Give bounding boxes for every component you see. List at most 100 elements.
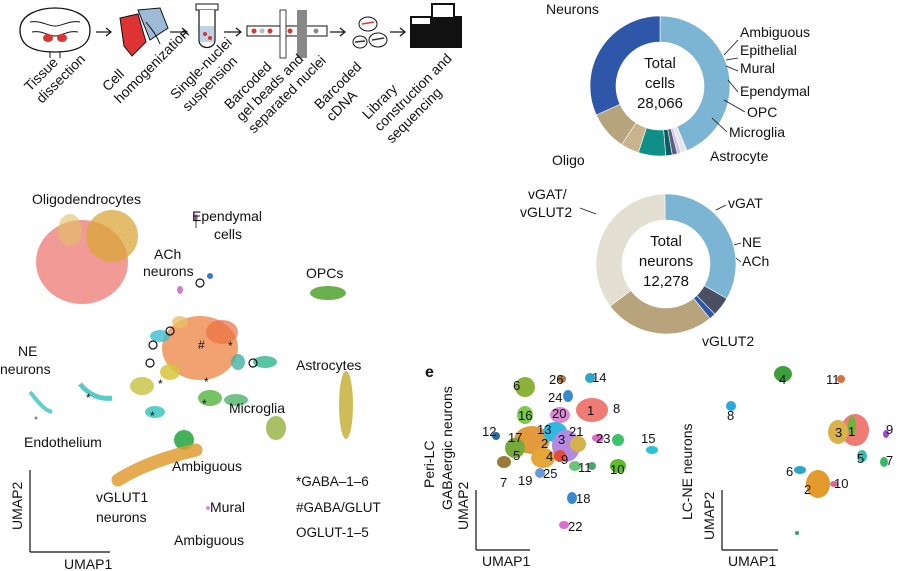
cluster-number: 7 <box>500 475 507 490</box>
cluster-number: 11 <box>826 372 840 387</box>
label-vglut1-line2: neurons <box>96 509 147 525</box>
cluster-number: 2 <box>541 436 548 451</box>
cluster-number: 4 <box>546 449 553 464</box>
umap-peri-lc-clusters <box>492 373 658 529</box>
umap-peri-lc-numbers: 26 14 6 24 16 20 1 8 12 17 13 3 21 23 15… <box>482 370 655 534</box>
cdna-icon <box>352 16 388 49</box>
donut-slice-vgat-vglut2 <box>595 193 666 307</box>
cluster-number: 3 <box>558 432 565 447</box>
umap-main-clusters <box>28 210 353 510</box>
cluster-number: 22 <box>568 519 582 534</box>
svg-text:Total: Total <box>644 55 676 72</box>
panel-label-e: e <box>425 364 434 381</box>
sequencer-icon <box>410 3 462 48</box>
label-ach-line2: neurons <box>143 263 194 279</box>
cluster-number: 16 <box>518 408 532 423</box>
svg-text:*: * <box>158 377 163 391</box>
svg-text:Total: Total <box>650 233 682 250</box>
panel-e-left-title-line2: GABAergic neurons <box>439 386 455 510</box>
tube-icon <box>195 3 219 49</box>
label-microglia: Microglia <box>229 400 285 416</box>
label-mural: Mural <box>210 499 245 515</box>
panel-e-left-title: Peri-LC <box>421 441 437 488</box>
brain-tissue-icon <box>19 7 91 58</box>
label-ne-line2: neurons <box>0 361 51 377</box>
donut-cells-labels: Neurons Ambiguous Epithelial Mural Epend… <box>546 1 810 168</box>
cluster-number: 5 <box>513 448 520 463</box>
label-ach: ACh <box>154 246 181 262</box>
label-astrocyte: Astrocyte <box>710 148 769 164</box>
step-label: Barcodedgel beads andseparated nuclei <box>221 28 329 136</box>
cluster-number: 10 <box>610 462 624 477</box>
cluster-number: 20 <box>552 406 566 421</box>
cluster-number: 13 <box>537 422 551 437</box>
label-vgat: vGAT <box>728 195 763 211</box>
legend-gaba-glut: #GABA/GLUT <box>296 500 381 515</box>
svg-text:*: * <box>202 397 207 411</box>
cluster-number: 11 <box>578 460 592 475</box>
cluster-number: 19 <box>518 473 532 488</box>
label-ambiguous: Ambiguous <box>740 24 810 40</box>
label-mural: Mural <box>740 60 775 76</box>
workflow-icons <box>19 3 462 59</box>
umap-lc-ne-numbers: 4 11 8 3 1 9 5 7 6 2 10 <box>727 372 893 497</box>
label-oligodendrocytes: Oligodendrocytes <box>32 191 141 207</box>
svg-text:*: * <box>228 339 233 353</box>
cluster-number: 3 <box>835 425 842 440</box>
label-ne: NE <box>742 234 761 250</box>
umap-main-markers: *# ** ** * <box>86 278 258 423</box>
cluster-number: 6 <box>786 464 793 479</box>
donut-cells-center: Total cells 28,066 <box>637 55 683 112</box>
cluster-number: 1 <box>848 424 855 439</box>
cluster-number: 8 <box>727 408 734 423</box>
svg-text:12,278: 12,278 <box>643 273 689 290</box>
label-ambiguous: Ambiguous <box>172 458 242 474</box>
cluster-number: 2 <box>804 482 811 497</box>
label-epithelial: Epithelial <box>740 42 797 58</box>
label-astrocytes: Astrocytes <box>296 357 361 373</box>
cluster-number: 5 <box>857 451 864 466</box>
label-ne: NE <box>18 343 37 359</box>
label-vgat-vglut2: vGAT/ <box>528 186 567 202</box>
label-vglut1: vGLUT1 <box>96 489 148 505</box>
donut-neurons-leaders <box>579 204 742 263</box>
label-oligo: Oligo <box>552 152 585 168</box>
svg-text:*: * <box>204 375 209 389</box>
label-ependymal: Ependymal <box>192 208 262 224</box>
panel-e-right-title: LC-NE neurons <box>679 424 695 521</box>
svg-text:#: # <box>198 338 205 352</box>
donut-cells-leaders <box>711 39 746 133</box>
donut-slice-neurons <box>659 15 731 151</box>
cluster-number: 14 <box>592 370 606 385</box>
axis-x-label: UMAP1 <box>728 553 776 569</box>
cluster-number: 4 <box>779 372 786 387</box>
donut-chart-neurons <box>595 193 737 335</box>
cluster-number: 21 <box>569 424 583 439</box>
microfluidic-chip-icon <box>246 9 328 59</box>
umap-main-legend: *GABA–1–6 #GABA/GLUT OGLUT-1–5 <box>296 474 381 540</box>
svg-text:28,066: 28,066 <box>637 95 683 112</box>
label-neurons: Neurons <box>546 1 599 17</box>
cluster-number: 6 <box>513 378 520 393</box>
axis-x-label: UMAP1 <box>64 556 112 571</box>
donut-chart-cells <box>589 15 731 157</box>
cluster-number: 9 <box>886 422 893 437</box>
svg-text:*: * <box>86 391 91 405</box>
label-vglut2: vGLUT2 <box>702 333 754 349</box>
donut-slice-oligo <box>589 15 661 116</box>
donut-neurons-labels: vGAT/ vGLUT2 vGAT NE ACh vGLUT2 <box>520 186 769 349</box>
homogenizer-icon <box>119 7 169 57</box>
label-ependymal-line2: cells <box>214 226 242 242</box>
cluster-number: 26 <box>549 372 563 387</box>
label-microglia: Microglia <box>729 124 785 140</box>
umap-lc-ne-axes: UMAP1 UMAP2 LC-NE neurons <box>679 424 778 569</box>
cluster-number: 24 <box>548 390 562 405</box>
cluster-number: 25 <box>543 466 557 481</box>
cluster-number: 1 <box>587 403 594 418</box>
cluster-number: 17 <box>508 430 522 445</box>
svg-text:neurons: neurons <box>639 253 693 270</box>
axis-y-label: UMAP2 <box>9 482 25 530</box>
umap-lc-ne-clusters <box>726 366 889 535</box>
legend-gaba: *GABA–1–6 <box>296 474 369 489</box>
cluster-number: 15 <box>641 431 655 446</box>
